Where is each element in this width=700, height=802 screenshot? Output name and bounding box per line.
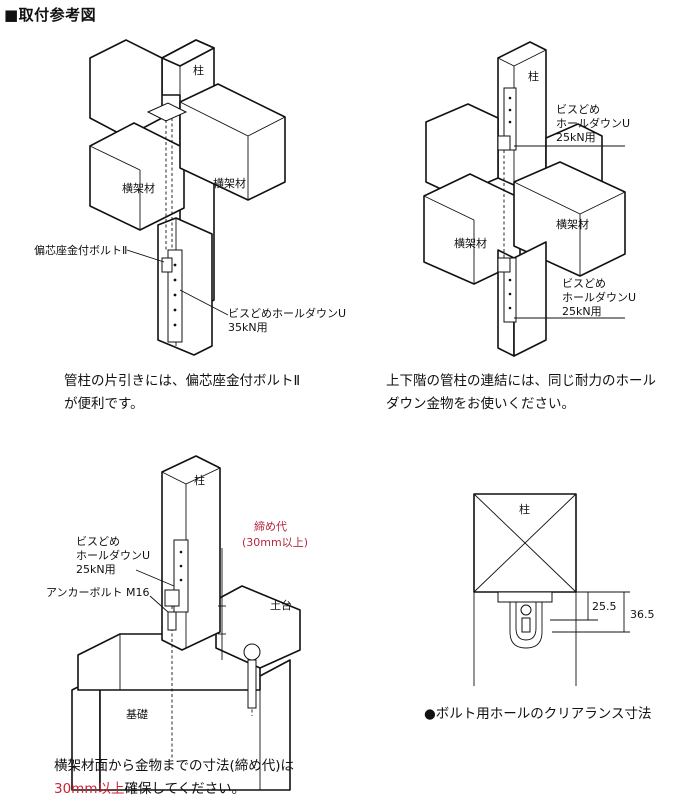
fig2-label-beam-right: 横架材 <box>556 218 589 231</box>
fig3-label-anchor: アンカーボルト M16 <box>46 586 150 599</box>
fig3-caption-line2: 30mm以上確保してください。 <box>54 778 245 801</box>
fig3-caption-highlight: 30mm以上 <box>54 781 125 797</box>
fig4-dim-25: 25.5 <box>592 600 617 613</box>
fig1-post-lower <box>157 217 213 356</box>
fig4-label-post: 柱 <box>519 503 530 516</box>
fig2-caption-line1: 上下階の管柱の連結には、同じ耐力のホール <box>386 373 656 389</box>
fig3-caption-line1: 横架材面から金物までの寸法(締め代)は <box>54 758 295 774</box>
fig4-dim-36: 36.5 <box>630 608 655 621</box>
fig3-label-margin-line2: (30mm以上) <box>242 536 309 549</box>
page-title: ■取付参考図 <box>4 6 97 24</box>
fig1-beam-right <box>179 83 286 201</box>
fig3-label-hd-line2: ホールダウンU <box>76 549 151 562</box>
fig3-caption-rest: 確保してください。 <box>124 781 246 797</box>
fig2-label-beam-left: 横架材 <box>454 237 487 250</box>
fig3-label-margin-line1: 締め代 <box>254 520 287 533</box>
fig1-label-bolt: 偏芯座金付ボルトⅡ <box>34 244 128 257</box>
fig3-label-sill: 土台 <box>270 599 292 612</box>
fig1-label-post: 柱 <box>193 64 204 77</box>
fig1-post-top <box>161 39 215 67</box>
fig2-label-post: 柱 <box>528 70 539 83</box>
fig1-caption-line2: が便利です。 <box>64 396 144 412</box>
fig2-label-hd-bot-line2: ホールダウンU <box>562 291 637 304</box>
fig2-beam-back <box>425 103 499 197</box>
fig3-label-foundation: 基礎 <box>126 708 148 721</box>
fig3-label-post: 柱 <box>194 474 205 487</box>
fig4-hole <box>509 602 543 649</box>
fig2-post-lower <box>513 241 547 357</box>
fig1-label-beam-left: 横架材 <box>122 182 155 195</box>
fig1-beam-left <box>89 122 185 231</box>
fig2-label-hd-bot-line1: ビスどめ <box>562 277 606 290</box>
fig4-caption: ●ボルト用ホールのクリアランス寸法 <box>424 706 652 722</box>
fig2-drawing <box>423 41 626 357</box>
fig2-label-hd-top-line3: 25kN用 <box>556 131 596 144</box>
fig1-caption-line1: 管柱の片引きには、偏芯座金付ボルトⅡ <box>64 373 301 389</box>
fig3-label-hd-line1: ビスどめ <box>76 535 120 548</box>
fig4-holdown-plate <box>497 591 553 603</box>
fig3-sill-right <box>215 585 301 669</box>
fig3-drawing <box>71 455 301 791</box>
fig2-label-hd-bot-line3: 25kN用 <box>562 305 602 318</box>
fig2-label-hd-top-line1: ビスどめ <box>556 103 600 116</box>
fig1-beam-back <box>89 39 163 138</box>
fig4-drawing <box>473 493 630 686</box>
fig3-label-hd-line3: 25kN用 <box>76 563 116 576</box>
fig1-label-holdown-line1: ビスどめホールダウンU <box>228 307 347 320</box>
fig2-label-hd-top-line2: ホールダウンU <box>556 117 631 130</box>
fig2-caption-line2: ダウン金物をお使いください。 <box>386 396 575 412</box>
fig1-washer <box>146 102 188 122</box>
fig1-label-beam-right: 横架材 <box>213 177 246 190</box>
fig1-drawing <box>89 39 286 356</box>
fig1-label-holdown-line2: 35kN用 <box>228 321 268 334</box>
fig1-bolt-nut <box>161 257 173 273</box>
